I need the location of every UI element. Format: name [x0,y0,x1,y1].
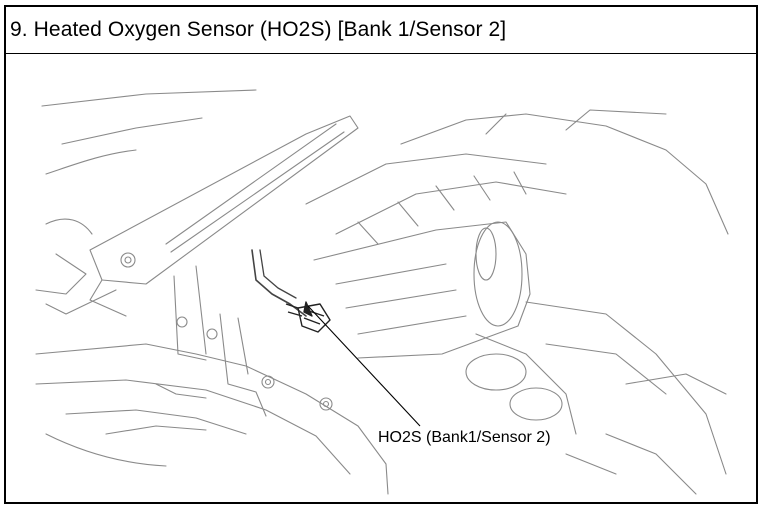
component-location-diagram [35,89,729,495]
sensor-harness [251,249,307,317]
bolt-1 [120,252,136,268]
subframe [35,343,389,495]
sensor-callout-label: HO2S (Bank1/Sensor 2) [378,429,551,446]
bolt-3 [319,397,333,411]
figure-frame: 9. Heated Oxygen Sensor (HO2S) [Bank 1/S… [4,5,758,504]
page-title: 9. Heated Oxygen Sensor (HO2S) [Bank 1/S… [10,18,507,41]
callout-leader-line [307,305,421,427]
title-row: 9. Heated Oxygen Sensor (HO2S) [Bank 1/S… [6,7,756,54]
bolt-2 [261,375,275,389]
oxygen-sensor-icon [285,301,331,333]
exhaust-pipe [313,221,531,359]
